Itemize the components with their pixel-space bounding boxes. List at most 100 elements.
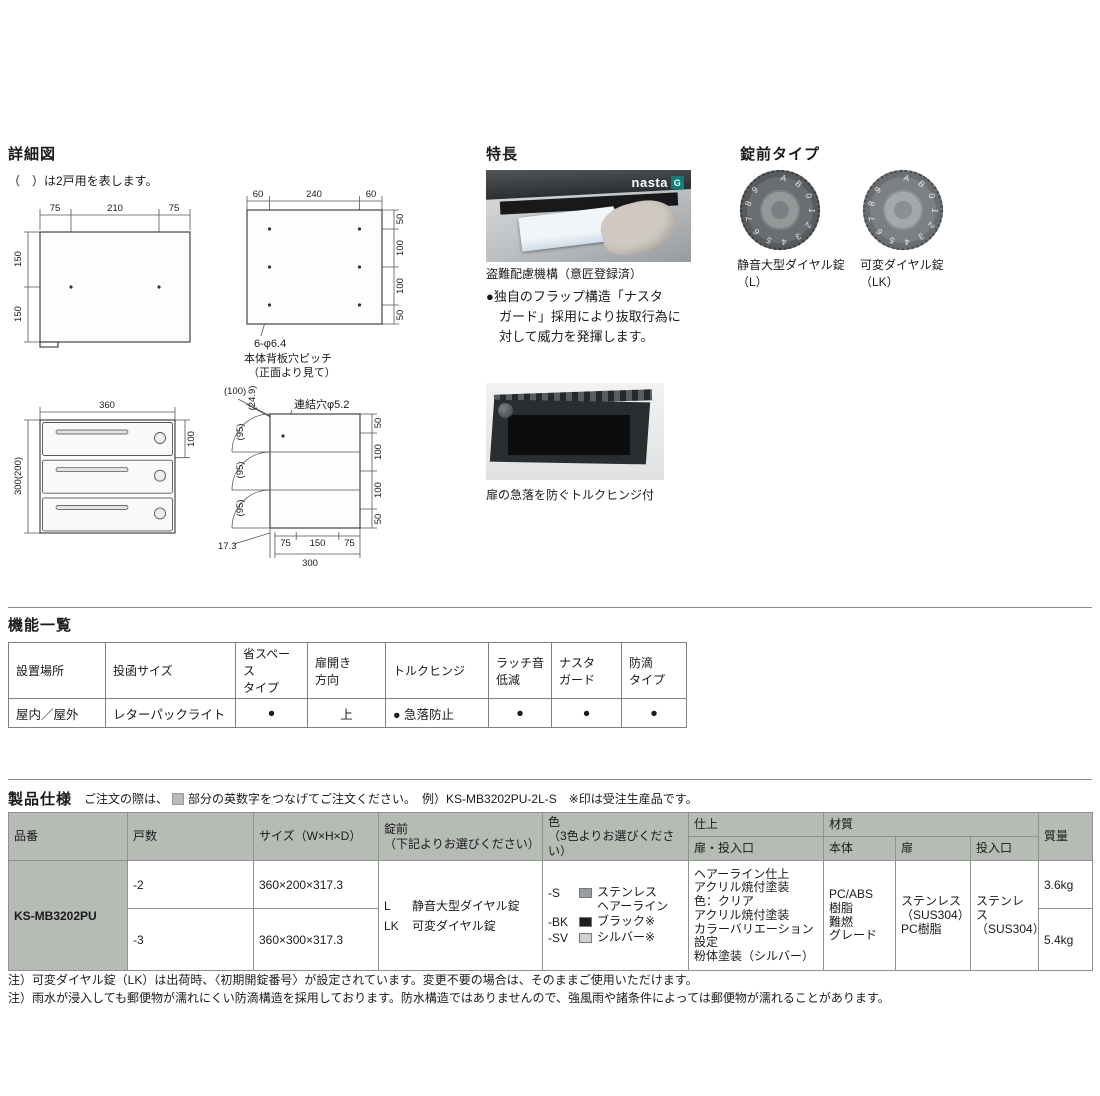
lock-code: LK (384, 919, 399, 934)
dial-knurl (862, 169, 944, 251)
func-value-nasta-guard: ● (551, 698, 622, 728)
func-value-latch-noise: ● (488, 698, 552, 728)
spec-title-row: 製品仕様 ご注文の際は、 部分の英数字をつなげてご注文ください。 例）KS-MB… (8, 788, 698, 809)
color-option-stainless: -S ステンレス ヘアーライン (548, 884, 683, 914)
lock-label-quiet-dial: 静音大型ダイヤル錠 （L） (737, 258, 845, 290)
spec-section-title: 製品仕様 (8, 791, 73, 808)
func-value-post-size: レターパックライト (105, 698, 236, 728)
dim-label: 60 (253, 189, 264, 200)
order-note-pre: ご注文の際は、 (84, 792, 169, 806)
lock-option-quiet: L 静音大型ダイヤル錠 (384, 897, 537, 914)
cabinet-outline (269, 413, 361, 529)
func-header-place: 設置場所 (8, 642, 106, 699)
dim-label: 75 (280, 538, 291, 549)
lock-label-variable-dial: 可変ダイヤル錠 （LK） (860, 258, 944, 290)
spec-header-mat-slot: 投入口 (970, 836, 1039, 862)
dim-label: 75 (344, 538, 355, 549)
func-value-place: 屋内／屋外 (8, 698, 106, 728)
feature-bullet-text: ●独自のフラップ構造「ナスタ ガード」採用により抜取行為に 対して威力を発揮しま… (486, 289, 681, 345)
drawing-caption: 本体背板穴ピッチ (244, 351, 332, 365)
spec-lock-cell: L 静音大型ダイヤル錠 LK 可変ダイヤル錠 (378, 860, 543, 972)
dial-knurl (739, 169, 821, 251)
dial-lock-variable: AB0123456789 (862, 169, 944, 251)
footnote-drip-proof: 注）雨水が浸入しても郵便物が濡れにくい防滴構造を採用しております。防水構造ではあ… (8, 991, 890, 1005)
spec-size-2: 360×200×317.3 (253, 860, 379, 910)
func-value-space-saving: ● (235, 698, 308, 728)
function-table: 設置場所 投函サイズ 省スペース タイプ 扉開き 方向 トルクヒンジ ラッチ音 … (8, 642, 687, 728)
spec-size-3: 360×300×317.3 (253, 908, 379, 972)
dim-label: 240 (306, 189, 322, 200)
dim-label: (100) (224, 386, 246, 397)
spec-finish-cell: ヘアーライン仕上 アクリル焼付塗装 色：クリア アクリル焼付塗装 カラーバリエー… (688, 860, 824, 972)
nasta-logo-text: nasta (631, 175, 668, 190)
dim-label: 100 (373, 444, 384, 460)
hole-group (267, 227, 362, 307)
drawing-caption: （正面より見て） (248, 366, 336, 379)
order-note-post: 部分の英数字をつなげてご注文ください。 例）KS-MB3202PU-2L-S ※… (188, 792, 698, 806)
spec-header-row-1: 品番 戸数 サイズ（W×H×D） 錠前 （下記よりお選びください） 色 （3色よ… (8, 811, 1093, 862)
function-section-title: 機能一覧 (8, 617, 73, 634)
link-hole (281, 434, 285, 438)
mount-hole (157, 285, 161, 289)
dial-lock-large-quiet: AB0123456789 (739, 169, 821, 251)
mailbox-foot (39, 341, 59, 348)
dim-label: 50 (373, 418, 384, 429)
color-code: -S (548, 885, 560, 900)
dim-label: 50 (395, 214, 406, 225)
spec-doors-2: -2 (127, 860, 254, 910)
section-divider (8, 607, 1092, 608)
spec-header-weight: 質量 (1038, 811, 1093, 862)
func-header-post-size: 投函サイズ (105, 642, 236, 699)
detail-note: （ ）は2戸用を表します。 (8, 174, 158, 188)
dim-label: 100 (373, 482, 384, 498)
dim-label: 75 (50, 203, 61, 214)
func-header-space-saving: 省スペース タイプ (235, 642, 308, 699)
door-swing-arcs (231, 413, 271, 529)
spec-model-number: KS-MB3202PU (8, 860, 128, 972)
spec-header-finish: 仕上 (688, 811, 824, 838)
color-name: ステンレス ヘアーライン (597, 884, 669, 913)
features-section-title: 特長 (486, 146, 519, 163)
order-note-swatch (172, 792, 185, 805)
dim-label: 100 (395, 240, 406, 256)
door-group (42, 422, 173, 532)
spec-header-model: 品番 (8, 811, 128, 862)
feature-photo-anti-theft: nasta G (486, 170, 691, 262)
feature-caption-anti-theft: 盗難配慮機構（意匠登録済） (486, 267, 643, 281)
dim-label: 210 (107, 203, 123, 214)
func-value-torque-hinge: ● 急落防止 (385, 698, 489, 728)
dim-label: 17.3 (218, 541, 237, 552)
func-header-torque-hinge: トルクヒンジ (385, 642, 489, 699)
footnote-variable-dial: 注）可変ダイヤル錠（LK）は出荷時、〈初期開錠番号〉が設定されています。変更不要… (8, 973, 698, 987)
back-panel-outline (246, 209, 383, 325)
color-code: -SV (548, 931, 569, 946)
spec-header-material: 材質 (823, 811, 1039, 838)
dim-label: 360 (99, 400, 115, 411)
dim-label: (24.9) (247, 386, 258, 411)
spec-header-mat-body: 本体 (823, 836, 896, 862)
hinge-knob (498, 403, 513, 418)
spec-material-door: ステンレス （SUS304） PC樹脂 (895, 860, 971, 972)
dimension-lines (233, 398, 377, 558)
function-table-data-row: 屋内／屋外 レターパックライト ● 上 ● 急落防止 ● ● ● (8, 698, 687, 728)
dim-label: 150 (13, 306, 24, 322)
dim-label: 50 (373, 514, 384, 525)
dim-label: 75 (169, 203, 180, 214)
dimension-lines (24, 407, 190, 534)
spec-weight-2: 3.6kg (1038, 860, 1093, 910)
dim-label: 60 (366, 189, 377, 200)
link-hole-label: 連結穴φ5.2 (294, 397, 349, 411)
spec-weight-3: 5.4kg (1038, 908, 1093, 972)
drawing-side-section: (100) (24.9) 連結穴φ5.2 (95) (95) (95) 50 1… (218, 386, 384, 569)
dial-center (771, 201, 789, 219)
function-table-header-row: 設置場所 投函サイズ 省スペース タイプ 扉開き 方向 トルクヒンジ ラッチ音 … (8, 642, 687, 699)
spec-material-slot: ステンレス （SUS304） (970, 860, 1045, 972)
dim-label: 150 (13, 251, 24, 267)
dim-label: 100 (395, 278, 406, 294)
func-header-nasta-guard: ナスタ ガード (551, 642, 622, 699)
func-header-latch-noise: ラッチ音 低減 (488, 642, 552, 699)
color-name: シルバー※ (597, 930, 656, 945)
mount-hole (69, 285, 73, 289)
color-name: ブラック※ (597, 914, 656, 929)
spec-data-row-2door: KS-MB3202PU -2 360×200×317.3 L 静音大型ダイヤル錠… (8, 860, 1093, 972)
